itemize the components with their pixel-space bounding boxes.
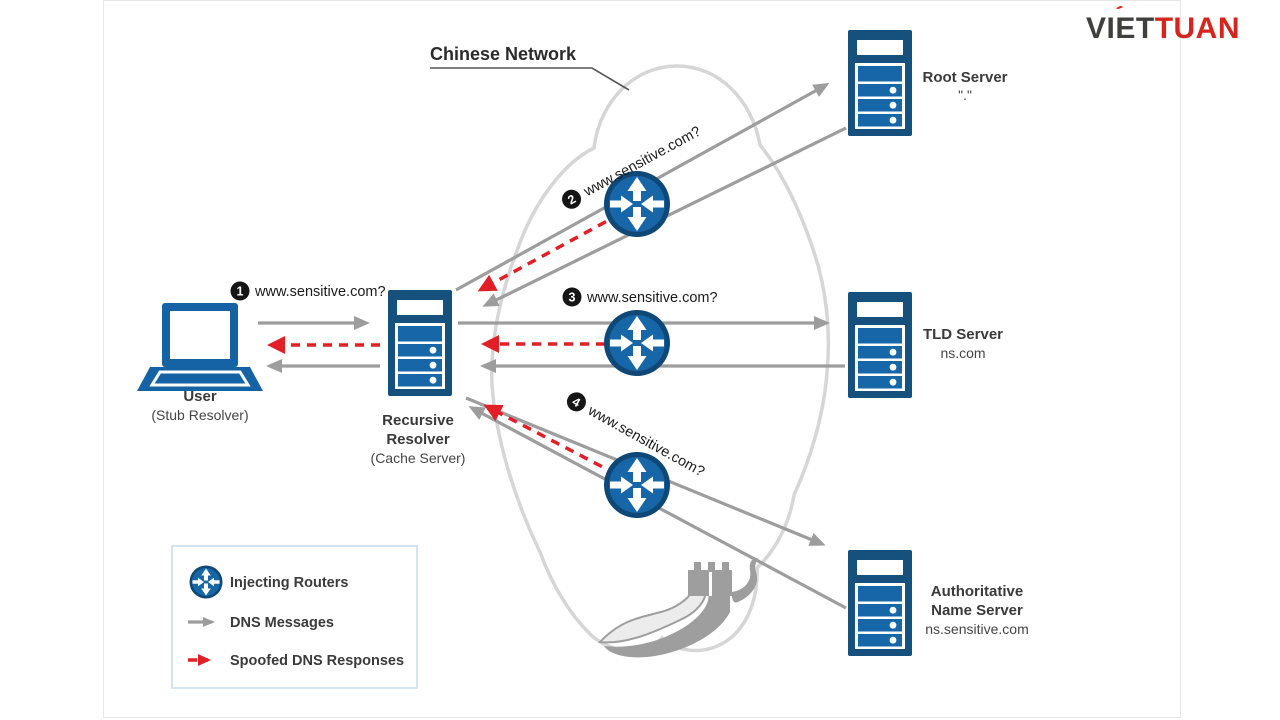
injecting-router-icon-middle: [604, 310, 670, 376]
step-4-badge: [566, 392, 586, 412]
query-1-text: www.sensitive.com?: [254, 284, 386, 300]
auth-server-label-line1: Authoritative: [931, 583, 1024, 600]
resolver-label-line1: Recursive: [382, 412, 454, 429]
step-1-number: 1: [237, 285, 244, 299]
legend-routers-label: Injecting Routers: [230, 575, 348, 591]
root-server-label: Root Server: [922, 69, 1007, 86]
chinese-network-label: Chinese Network: [430, 44, 577, 64]
legend-router-icon: [189, 565, 223, 599]
viettuan-logo: ´VIETTUAN: [1086, 1, 1241, 46]
great-wall-icon: [597, 558, 758, 658]
resolver-sublabel: (Cache Server): [371, 450, 466, 466]
injecting-router-icon-bottom: [604, 452, 670, 518]
tld-server-label: TLD Server: [923, 326, 1003, 343]
spoofed-response-arrow-2: [477, 212, 621, 292]
user-sublabel: (Stub Resolver): [151, 407, 248, 423]
query-label-3: 3 www.sensitive.com?: [562, 287, 718, 307]
query-label-1: 1 www.sensitive.com?: [230, 281, 386, 301]
tld-server-icon: [848, 292, 912, 398]
recursive-resolver-icon: [388, 290, 452, 396]
legend-box: Injecting Routers DNS Messages Spoofed D…: [171, 545, 418, 689]
legend-messages-label: DNS Messages: [230, 615, 334, 631]
logo-viet-text: VIET: [1086, 12, 1155, 45]
auth-server-label-line2: Name Server: [931, 602, 1023, 619]
title-pointer-line: [430, 67, 630, 91]
auth-server-sublabel: ns.sensitive.com: [925, 621, 1028, 637]
resolver-label-line2: Resolver: [386, 431, 450, 448]
tld-server-sublabel: ns.com: [940, 345, 985, 361]
root-server-sublabel: ".": [958, 87, 972, 103]
legend-spoofed-label: Spoofed DNS Responses: [230, 653, 404, 669]
step-3-number: 3: [569, 291, 576, 305]
logo-tuan-text: TUAN: [1154, 12, 1241, 45]
query-3-text: www.sensitive.com?: [586, 290, 718, 306]
chinese-network-title: Chinese Network: [430, 44, 630, 91]
step-3-badge: [562, 287, 582, 307]
step-1-badge: [230, 281, 250, 301]
step-2-badge: [562, 189, 582, 209]
authoritative-server-icon: [848, 550, 912, 656]
user-laptop-icon: [137, 303, 263, 391]
root-server-icon: [848, 30, 912, 136]
spoofed-response-arrow-4: [483, 404, 617, 476]
user-label: User: [183, 388, 217, 405]
